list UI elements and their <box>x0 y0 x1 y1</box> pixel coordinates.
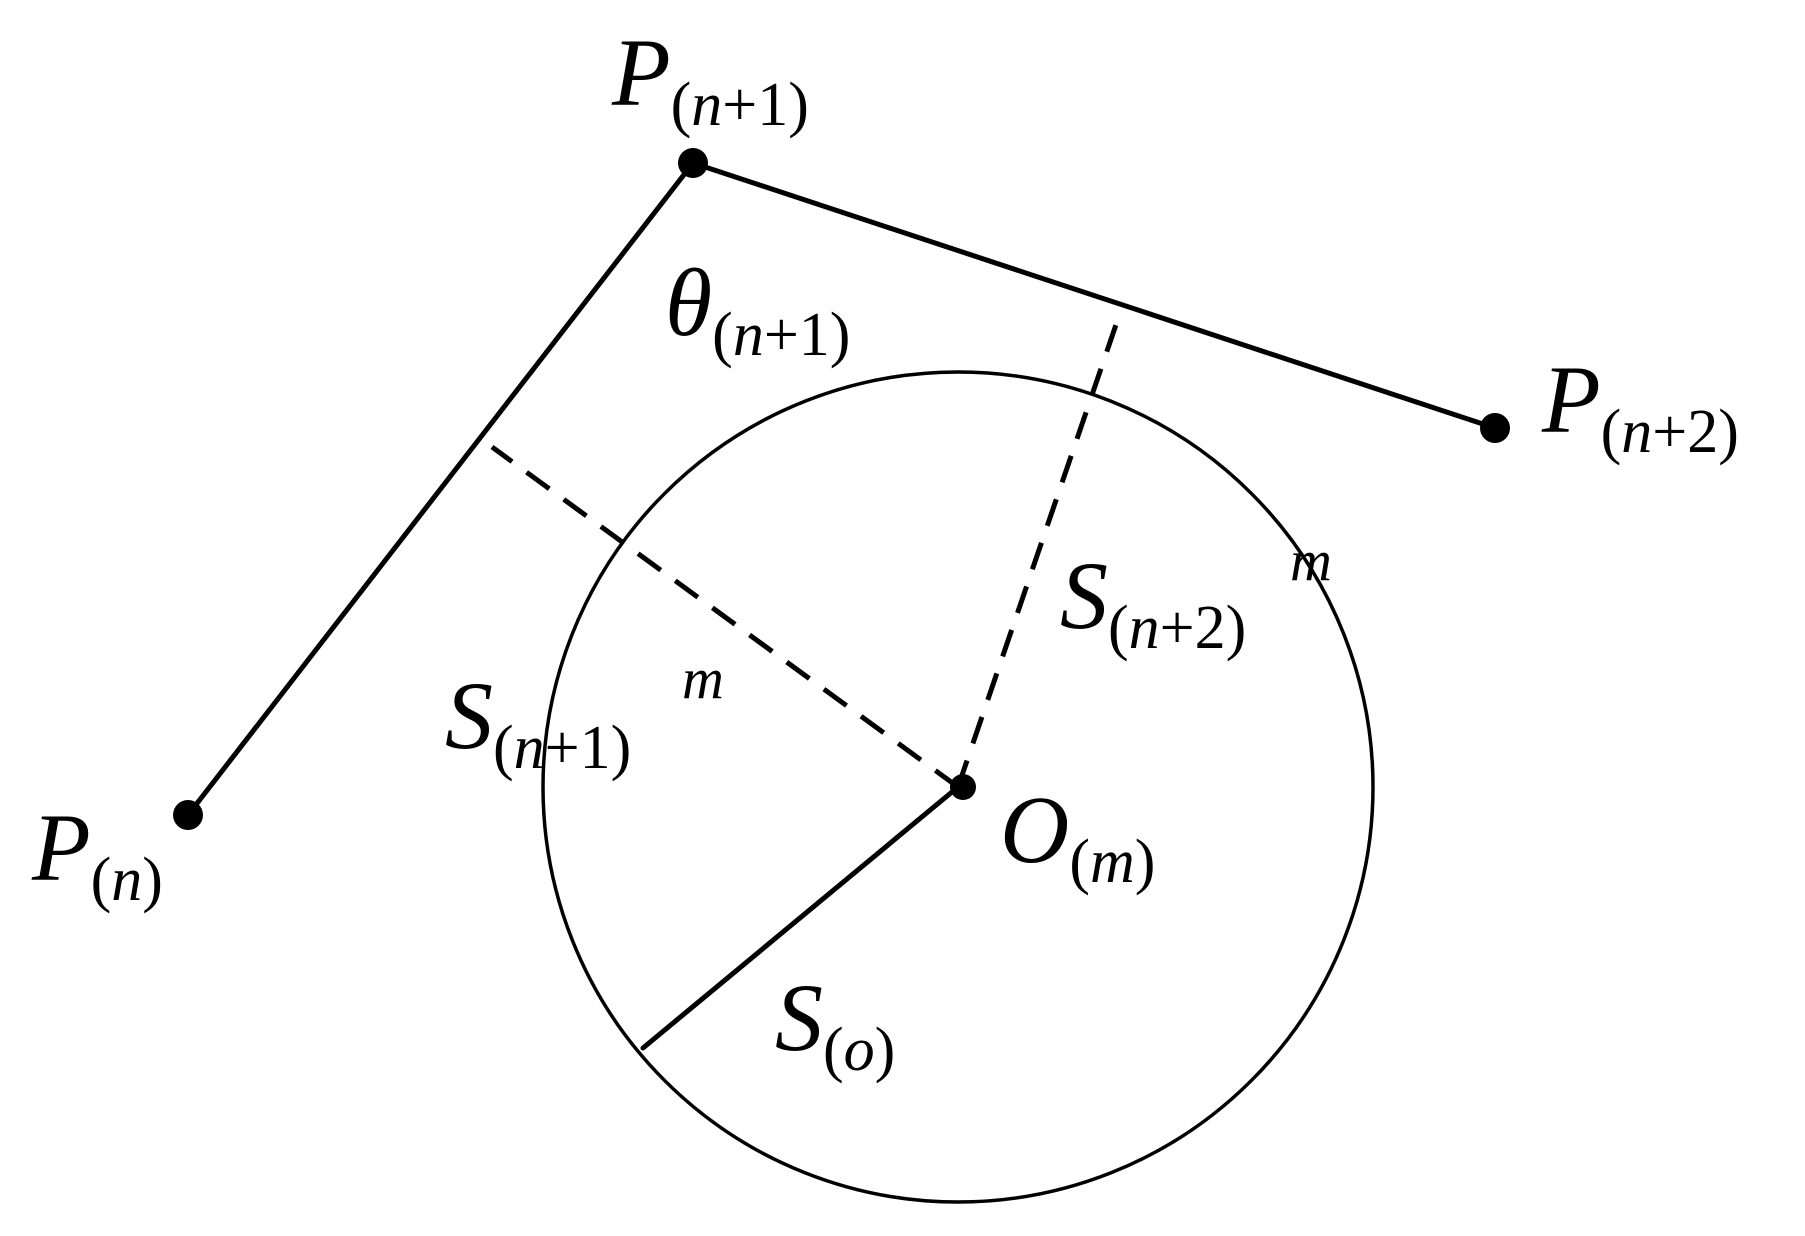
label-p-n2: P(n+2) <box>1541 346 1739 466</box>
point-p-n1 <box>678 148 708 178</box>
label-s-n2-m-superscript: m <box>1290 528 1332 593</box>
label-p-n: P(n) <box>31 794 163 914</box>
point-p-n2 <box>1480 413 1510 443</box>
label-p-n1: P(n+1) <box>611 19 809 139</box>
segment-p-n-to-p-n1 <box>185 160 696 818</box>
point-o-m <box>950 774 976 800</box>
label-s-n2-m: S(n+2) <box>1060 542 1246 662</box>
label-s-n1-m: S(n+1) <box>445 662 631 782</box>
dashed-perpendicular-s-n1 <box>490 444 960 790</box>
circle-o-m <box>541 370 1375 1204</box>
label-s-o: S(o) <box>775 964 895 1084</box>
label-theta-n1: θ(n+1) <box>665 249 850 369</box>
label-s-n1-m-superscript: m <box>682 646 724 711</box>
dashed-perpendicular-s-n2 <box>955 312 1123 788</box>
segment-p-n1-to-p-n2 <box>690 160 1498 431</box>
radius-s-o <box>640 784 961 1051</box>
label-o-m: O(m) <box>1000 776 1155 896</box>
point-p-n <box>173 800 203 830</box>
